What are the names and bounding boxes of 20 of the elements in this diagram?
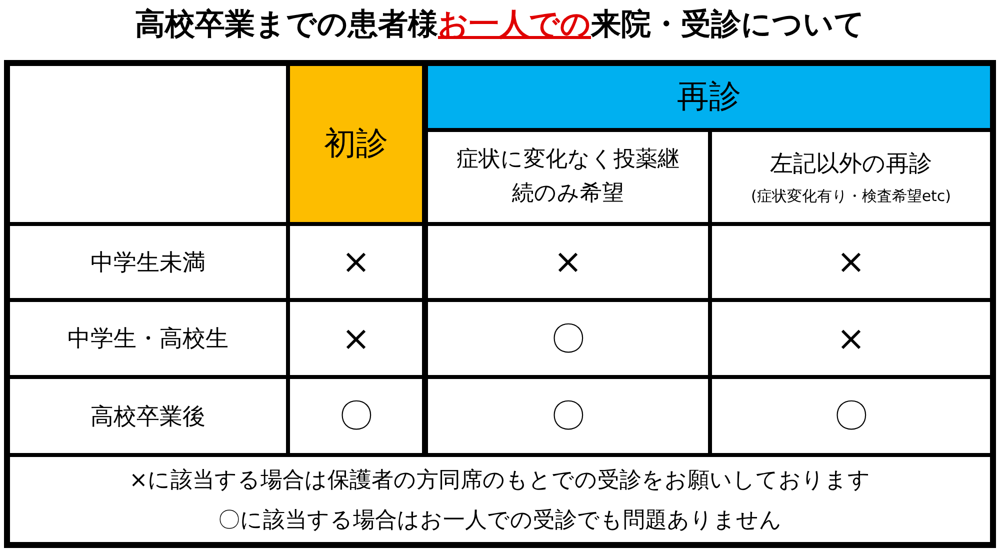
table-cell: 〇 — [712, 379, 990, 453]
table-cell: 高校卒業後 — [10, 379, 286, 453]
table-cell: × — [712, 226, 990, 298]
header-cell: 再診 — [428, 66, 990, 128]
cell-text: 左記以外の再診 — [770, 150, 932, 179]
cell-text: (症状変化有り・検査希望etc) — [750, 187, 952, 206]
table-cell: 〇 — [428, 379, 708, 453]
header-cell: 初診 — [290, 66, 422, 222]
title: 高校卒業までの患者様お一人での来院・受診について — [134, 6, 866, 44]
table-cell: 〇 — [428, 302, 708, 375]
table-cell: × — [290, 302, 422, 375]
table-cell: × — [712, 302, 990, 375]
cell-text: 〇に該当する場合はお一人での受診でも問題ありません — [218, 506, 782, 534]
table-cell: 中学生未満 — [10, 226, 286, 298]
table-cell: × — [428, 226, 708, 298]
cell-text: ×に該当する場合は保護者の方同席のもとでの受診をお願いしております — [129, 466, 871, 494]
table-cell: 症状に変化なく投薬継続のみ希望 — [428, 132, 708, 222]
table-cell: × — [290, 226, 422, 298]
table-cell: 中学生・高校生 — [10, 302, 286, 375]
table-cell: 〇 — [290, 379, 422, 453]
